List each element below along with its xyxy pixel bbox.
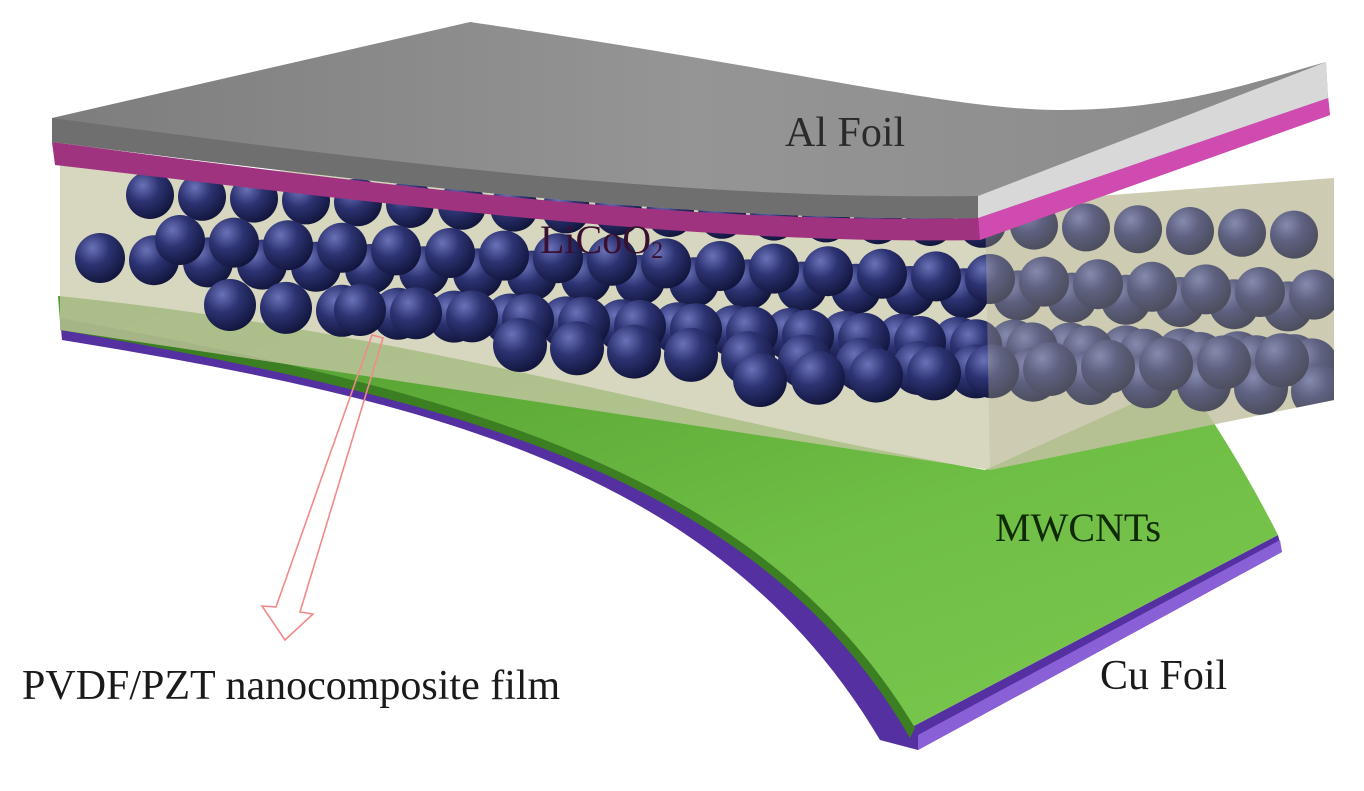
- licoo2-particle: [493, 318, 547, 372]
- licoo2-particle: [1062, 203, 1110, 252]
- al-foil-front-edge: [52, 118, 978, 219]
- licoo2-particle: [1289, 269, 1334, 320]
- licoo2-particle: [587, 235, 637, 286]
- licoo2-particle: [1114, 205, 1162, 254]
- licoo2-particle: [204, 279, 256, 331]
- licoo2-particle: [1019, 256, 1069, 307]
- licoo2-layer: [52, 98, 1330, 241]
- licoo2-particle: [849, 348, 903, 403]
- licoo2-particle: [446, 290, 498, 343]
- licoo2-particle: [178, 172, 226, 221]
- licoo2-particle: [126, 171, 174, 219]
- licoo2-particle: [1218, 208, 1266, 257]
- licoo2-particle: [1081, 339, 1135, 394]
- licoo2-particle: [1139, 337, 1193, 392]
- licoo2-front-edge: [978, 96, 1330, 240]
- licoo2-particle: [965, 344, 1019, 399]
- licoo2-particle: [1023, 342, 1077, 396]
- licoo2-particle: [209, 217, 259, 268]
- licoo2-particle: [641, 238, 691, 289]
- licoo2-particle: [1073, 259, 1123, 310]
- licoo2-particle: [664, 327, 718, 382]
- licoo2-particle: [317, 222, 367, 273]
- licoo2-particle: [371, 225, 421, 276]
- cu-foil-text: Cu Foil: [1100, 653, 1228, 699]
- cu-foil-edge: [918, 540, 1282, 750]
- licoo2-text: LiCoO: [540, 217, 652, 262]
- licoo2-particle: [857, 248, 907, 299]
- licoo2-particle: [1181, 264, 1231, 315]
- licoo2-particle: [155, 215, 205, 265]
- licoo2-particle: [803, 246, 853, 297]
- licoo2-particle: [791, 350, 845, 405]
- licoo2-particle: [1270, 210, 1318, 259]
- al-foil-label: Al Foil: [785, 112, 905, 154]
- licoo2-particle: [263, 220, 313, 271]
- licoo2-particle: [1127, 261, 1177, 312]
- licoo2-particle: [965, 254, 1015, 304]
- al-foil-side-edge: [978, 62, 1328, 218]
- licoo2-particle: [550, 321, 604, 376]
- licoo2-particle: [607, 324, 661, 379]
- licoo2-subscript: 2: [651, 237, 664, 264]
- separator-front-face: [985, 178, 1334, 470]
- mwcnts-text: MWCNTs: [995, 505, 1162, 550]
- licoo2-particle: [1235, 267, 1285, 317]
- licoo2-particle: [75, 233, 125, 283]
- licoo2-particle: [749, 243, 799, 294]
- licoo2-particle: [533, 233, 583, 284]
- mwcnts-layer: [58, 296, 1278, 728]
- licoo2-particle: [334, 284, 386, 336]
- licoo2-label: LiCoO2: [540, 220, 663, 263]
- licoo2-particle: [1166, 207, 1214, 255]
- licoo2-particle: [390, 287, 442, 340]
- licoo2-particle: [1255, 333, 1309, 388]
- licoo2-particle: [733, 353, 787, 407]
- licoo2-particle: [907, 346, 961, 401]
- licoo2-particle: [911, 251, 961, 302]
- mwcnts-label: MWCNTs: [995, 508, 1161, 548]
- pvdf-film-text: PVDF/PZT nanocomposite film: [22, 663, 561, 709]
- licoo2-particle: [479, 230, 529, 281]
- al-foil-text: Al Foil: [785, 110, 906, 156]
- licoo2-particle: [1197, 335, 1251, 390]
- licoo2-particle: [695, 241, 745, 291]
- cu-foil-label: Cu Foil: [1100, 655, 1227, 697]
- licoo2-particle: [425, 228, 475, 278]
- pvdf-film-label: PVDF/PZT nanocomposite film: [22, 665, 560, 707]
- licoo2-particle: [260, 281, 312, 334]
- film-pointer-arrow: [260, 334, 385, 642]
